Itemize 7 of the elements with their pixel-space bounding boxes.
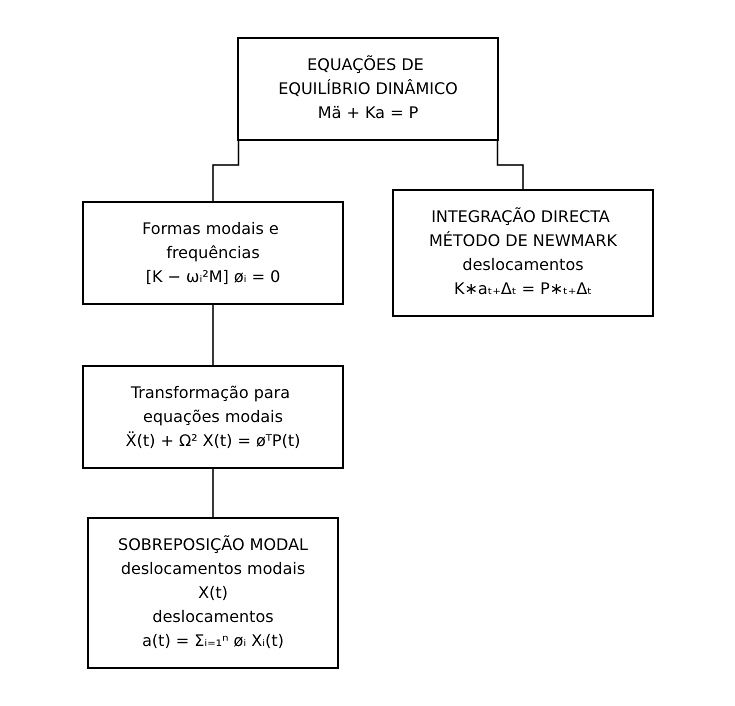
connector <box>212 467 214 519</box>
connector <box>212 303 214 367</box>
node-box: Formas modais e frequências [K − ωᵢ²M] øᵢ = 0 <box>82 201 344 305</box>
node-box: SOBREPOSIÇÃO MODAL deslocamentos modais X(t) deslocamentos a(t) = Σᵢ₌₁ⁿ øᵢ Xᵢ(t) <box>86 517 338 669</box>
node-box: INTEGRAÇÃO DIRECTA MÉTODO DE NEWMARK deslocamentos K∗aₜ₊Δₜ = P∗ₜ₊Δₜ <box>392 189 654 317</box>
node-box: EQUAÇÕES DE EQUILÍBRIO DINÂMICO Mä + Ka = P <box>236 37 498 141</box>
node-box: Transformação para equações modais Ẍ(t) + Ω² X(t) = øᵀP(t) <box>82 365 344 469</box>
